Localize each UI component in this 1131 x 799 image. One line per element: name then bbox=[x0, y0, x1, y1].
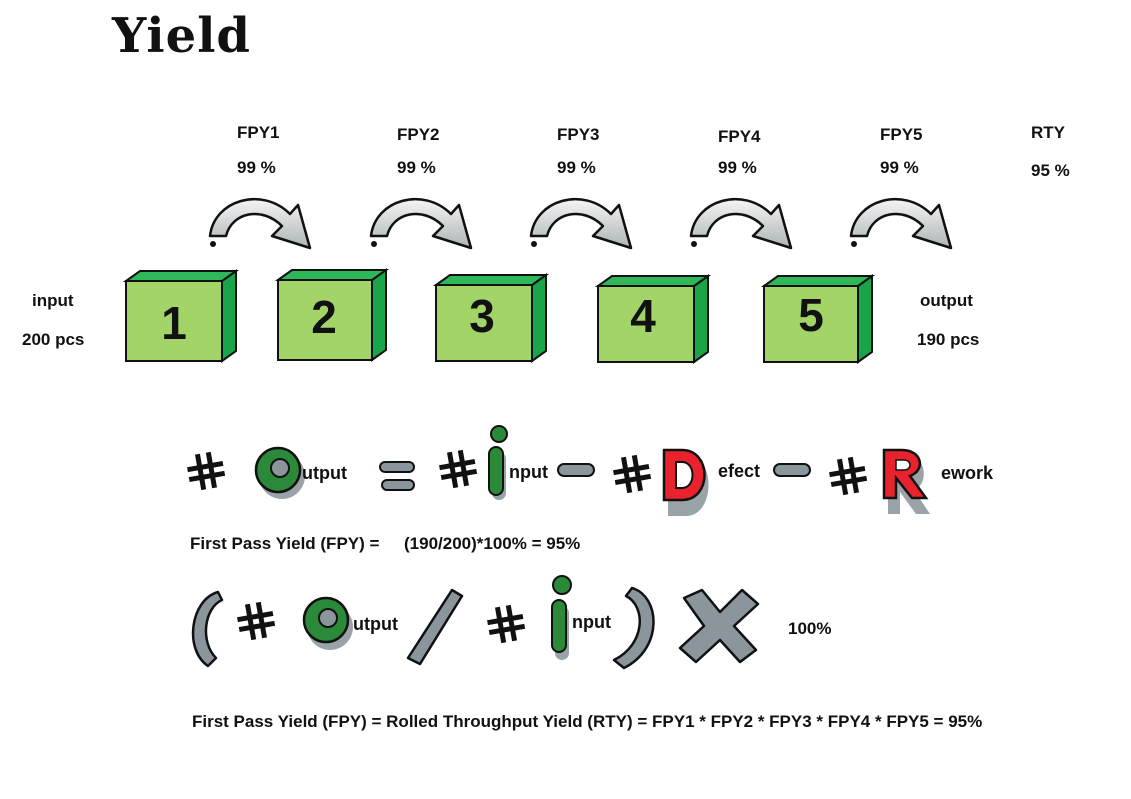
minus-icon-2 bbox=[773, 463, 811, 477]
rework-letter-icon bbox=[882, 448, 930, 514]
open-paren-icon bbox=[191, 590, 224, 668]
process-box-3: 3 bbox=[432, 273, 550, 363]
hash-icon bbox=[187, 451, 226, 491]
equation-input-word: nput bbox=[509, 462, 548, 482]
box-number-1: 1 bbox=[161, 297, 187, 349]
equals-icon bbox=[379, 461, 415, 491]
fpy2-value: 99 % bbox=[397, 158, 436, 177]
fpy4-value: 99 % bbox=[718, 158, 757, 177]
input-label: input bbox=[32, 291, 74, 310]
process-box-1: 1 bbox=[122, 269, 240, 363]
box-number-3: 3 bbox=[469, 290, 495, 342]
input-letter-icon-2 bbox=[551, 575, 572, 660]
box-number-4: 4 bbox=[630, 290, 656, 342]
output-count: 190 pcs bbox=[917, 330, 980, 349]
divide-slash-icon bbox=[406, 588, 464, 666]
output-letter-icon-2 bbox=[302, 596, 353, 650]
equation-output-word: utput bbox=[302, 463, 347, 483]
fpy4-label: FPY4 bbox=[718, 127, 761, 146]
output-label: output bbox=[920, 291, 973, 310]
defect-letter-icon bbox=[662, 448, 709, 516]
rty-value: 95 % bbox=[1031, 161, 1070, 180]
multiply-icon bbox=[678, 588, 760, 664]
minus-icon bbox=[557, 463, 595, 477]
hash-icon-5 bbox=[237, 601, 276, 641]
ratio-output-word: utput bbox=[353, 614, 398, 634]
arrows bbox=[208, 198, 953, 250]
box-number-5: 5 bbox=[798, 289, 824, 341]
page-title: Yield bbox=[112, 8, 251, 64]
input-count: 200 pcs bbox=[22, 330, 85, 349]
process-arrow-1 bbox=[208, 198, 312, 250]
process-box-5: 5 bbox=[760, 274, 876, 364]
hash-icon-3 bbox=[613, 454, 652, 494]
process-boxes: 1 2 3 4 5 bbox=[122, 268, 876, 364]
process-arrow-3 bbox=[529, 198, 633, 250]
ratio-percent: 100% bbox=[788, 619, 832, 638]
process-arrow-2 bbox=[369, 198, 473, 250]
ratio-input-word: nput bbox=[572, 612, 611, 632]
fpy3-label: FPY3 bbox=[557, 125, 600, 144]
hash-icon-6 bbox=[487, 604, 526, 644]
fpy5-value: 99 % bbox=[880, 158, 919, 177]
hash-icon-2 bbox=[439, 449, 478, 489]
fpy-formula-calc: (190/200)*100% = 95% bbox=[404, 534, 581, 553]
rty-label: RTY bbox=[1031, 123, 1065, 142]
ratio-row bbox=[191, 575, 760, 670]
fpy-formula-label: First Pass Yield (FPY) = bbox=[190, 534, 380, 553]
input-letter-icon bbox=[488, 425, 508, 500]
hash-icon-4 bbox=[829, 456, 868, 496]
fpy1-value: 99 % bbox=[237, 158, 276, 177]
equation-rework-word: ework bbox=[941, 463, 994, 483]
fpy3-value: 99 % bbox=[557, 158, 596, 177]
fpy5-label: FPY5 bbox=[880, 125, 923, 144]
process-box-2: 2 bbox=[274, 268, 390, 362]
output-letter-icon bbox=[254, 446, 305, 499]
process-arrow-4 bbox=[689, 198, 793, 250]
box-number-2: 2 bbox=[311, 291, 337, 343]
process-arrow-5 bbox=[849, 198, 953, 250]
fpy1-label: FPY1 bbox=[237, 123, 280, 142]
process-box-4: 4 bbox=[594, 274, 712, 364]
rty-formula: First Pass Yield (FPY) = Rolled Throughp… bbox=[192, 712, 983, 731]
equation-row bbox=[187, 425, 930, 516]
fpy2-label: FPY2 bbox=[397, 125, 440, 144]
close-paren-icon bbox=[612, 586, 655, 670]
equation-defect-word: efect bbox=[718, 461, 761, 481]
